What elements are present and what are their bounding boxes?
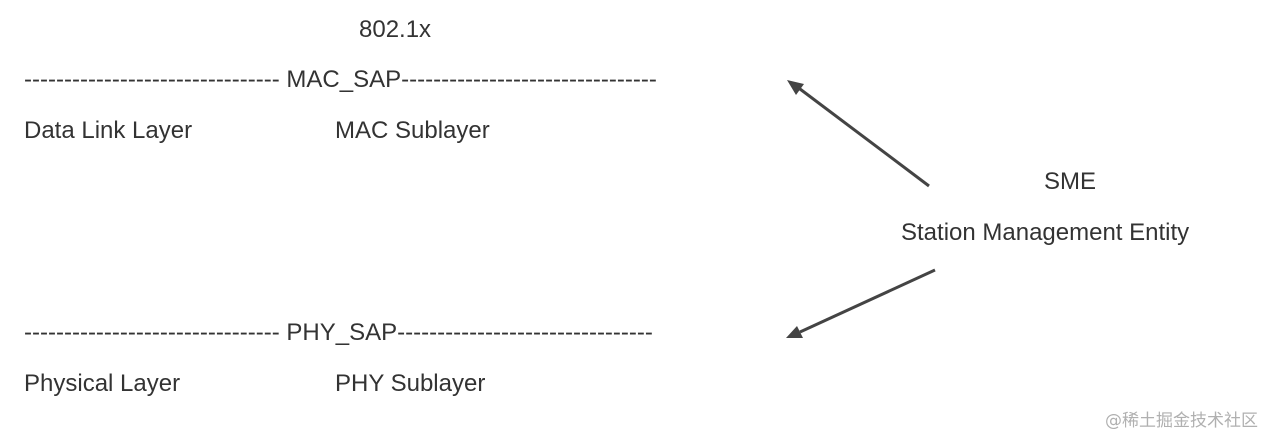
physical-layer-label: Physical Layer — [24, 370, 181, 397]
phy-sublayer-label: PHY Sublayer — [335, 370, 486, 397]
data-link-layer-label: Data Link Layer — [24, 117, 193, 144]
arrow-shaft-to-phy — [799, 268, 936, 334]
sme-abbrev-label: SME — [1044, 168, 1097, 195]
protocol-label-802-1x: 802.1x — [359, 16, 432, 43]
arrow-head-phy — [786, 326, 803, 338]
arrow-sme-to-mac-sap — [787, 80, 930, 188]
watermark-text: @稀土掘金技术社区 — [1105, 411, 1258, 431]
phy-sap-boundary-line: -------------------------------- PHY_SAP… — [24, 319, 653, 346]
mac-sap-boundary-line: -------------------------------- MAC_SAP… — [24, 66, 657, 93]
mac-sublayer-label: MAC Sublayer — [335, 117, 490, 144]
arrow-shaft-to-mac — [799, 87, 930, 188]
sme-full-name-label: Station Management Entity — [901, 219, 1190, 246]
arrow-sme-to-phy-sap — [786, 268, 936, 338]
arrow-head-mac — [787, 80, 804, 95]
